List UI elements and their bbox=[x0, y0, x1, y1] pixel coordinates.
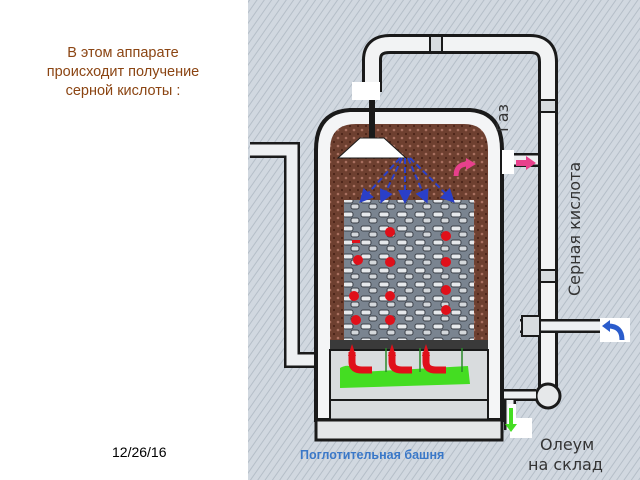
drop bbox=[385, 257, 395, 267]
drop bbox=[385, 291, 395, 301]
slide-caption: В этом аппарате происходит получение сер… bbox=[28, 44, 218, 101]
spray-arrow-icon bbox=[409, 157, 455, 203]
gas-label: Газ bbox=[493, 104, 512, 132]
spray-arrow-icon bbox=[379, 157, 403, 204]
caption-line: происходит получение bbox=[46, 64, 200, 80]
caption-line: серной кислоты : bbox=[65, 83, 181, 99]
curved-arrow-icon bbox=[348, 352, 372, 374]
drop bbox=[441, 285, 451, 295]
spray-arrow-icon bbox=[359, 157, 401, 203]
tower-base bbox=[314, 418, 504, 442]
warehouse-label: на склад bbox=[528, 455, 603, 474]
return-arrow-icon bbox=[607, 323, 625, 341]
curved-arrow-icon bbox=[388, 352, 412, 374]
drop bbox=[349, 291, 359, 301]
acid-label: Серная кислота bbox=[565, 162, 584, 296]
caption-line: В этом аппарате bbox=[67, 45, 179, 61]
drop bbox=[352, 240, 360, 243]
drop bbox=[353, 255, 363, 265]
spray-arrows bbox=[359, 157, 455, 204]
drop bbox=[385, 315, 395, 325]
curved-arrows bbox=[348, 344, 463, 374]
curved-arrow-icon bbox=[422, 352, 446, 374]
drop bbox=[441, 305, 451, 315]
drop bbox=[441, 257, 451, 267]
drop bbox=[351, 315, 361, 325]
pump bbox=[534, 382, 562, 410]
slide-date: 12/26/16 bbox=[112, 444, 167, 460]
acid-drops bbox=[349, 227, 451, 325]
spray-arrow-icon bbox=[407, 157, 429, 204]
oleum-label: Олеум bbox=[540, 435, 594, 454]
valve bbox=[521, 315, 541, 337]
packing-rings bbox=[344, 200, 474, 340]
label-box bbox=[352, 82, 380, 100]
slide-footer-title: Поглотительная башня bbox=[300, 448, 445, 462]
drop bbox=[385, 227, 395, 237]
drop bbox=[441, 231, 451, 241]
